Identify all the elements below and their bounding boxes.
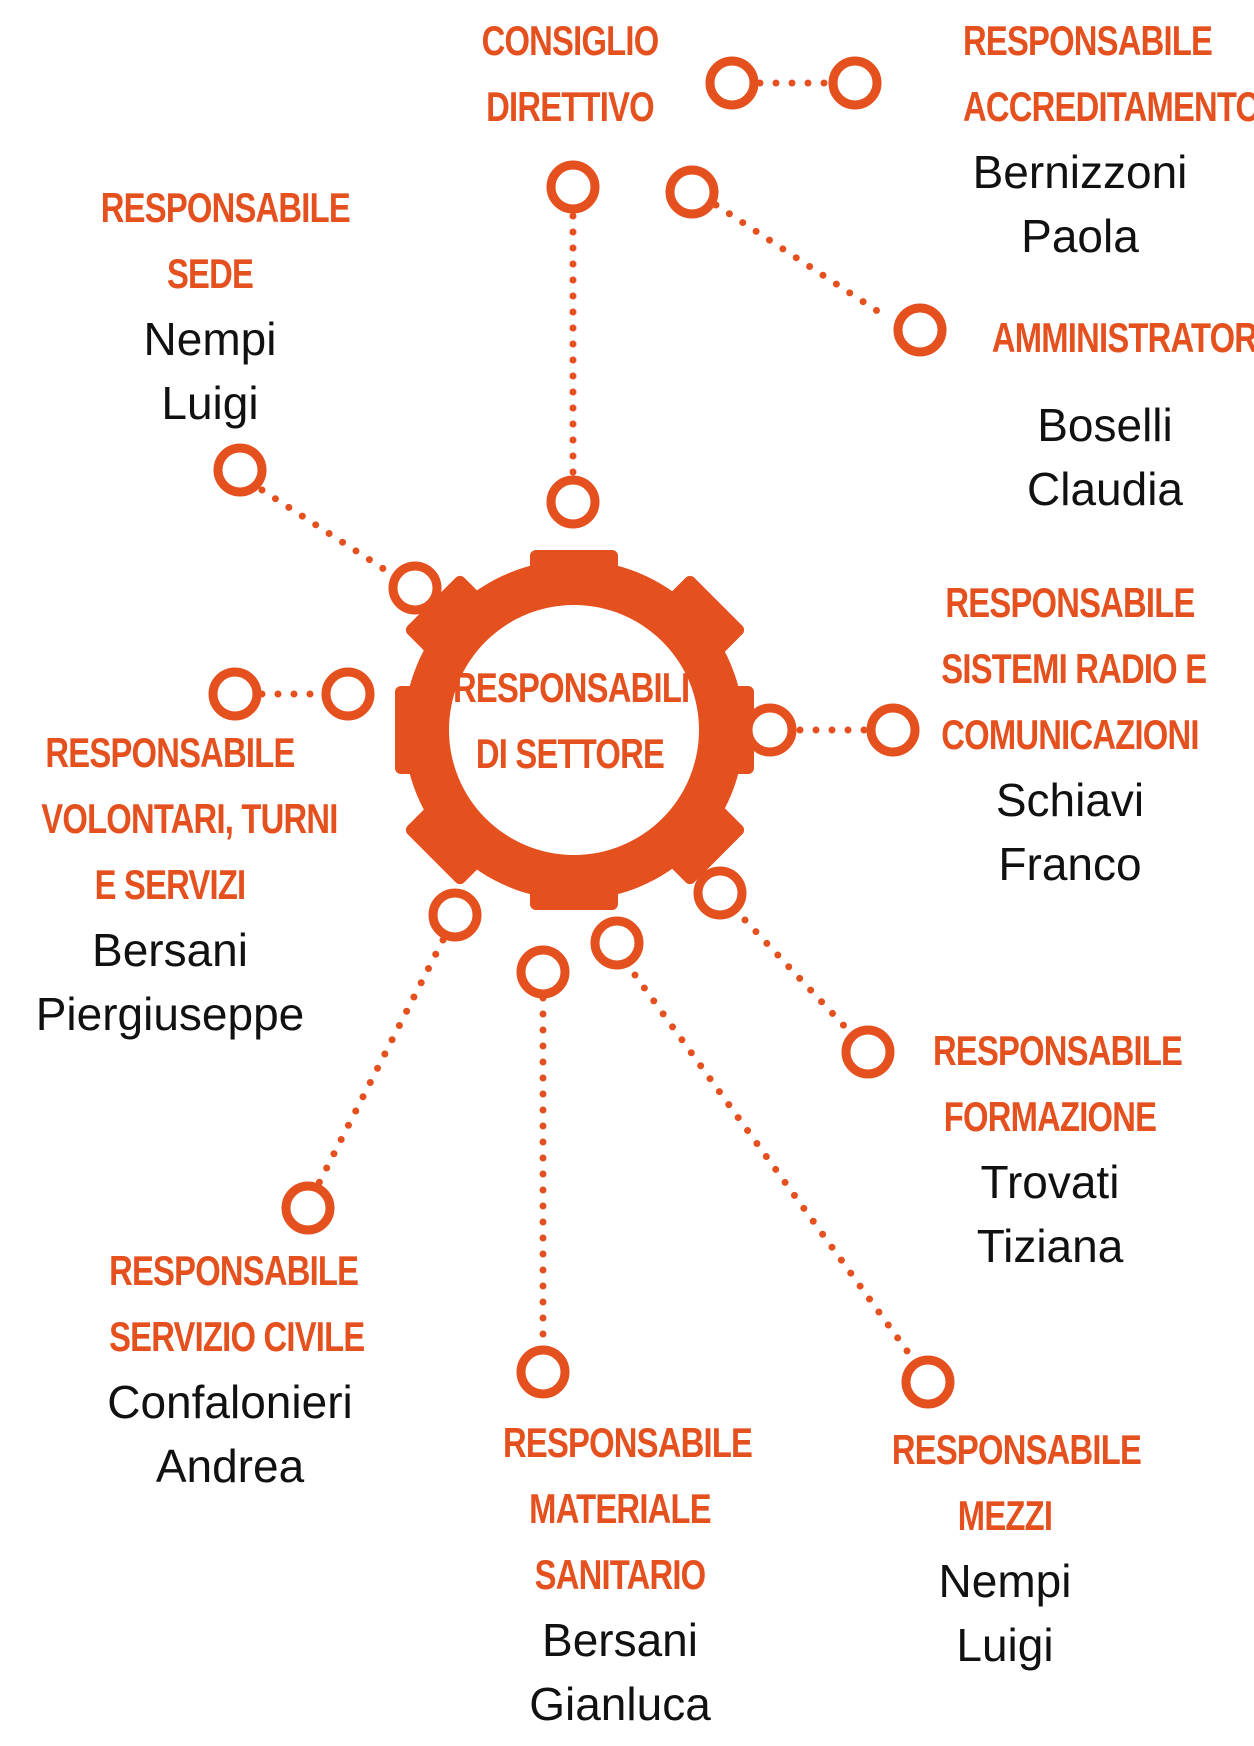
- formazione-name: Trovati Tiziana: [976, 1156, 1124, 1272]
- connector-amministratore: [712, 201, 892, 322]
- accreditamento-block: RESPONSABILE ACCREDITAMENTO Bernizzoni P…: [930, 8, 1254, 268]
- volontari-role: RESPONSABILE VOLONTARI, TURNI E SERVIZI: [41, 729, 338, 908]
- ring-node: [546, 475, 600, 529]
- ring-node: [516, 1345, 570, 1399]
- formazione-role: RESPONSABILE FORMAZIONE: [933, 1027, 1183, 1140]
- accreditamento-role: RESPONSABILE ACCREDITAMENTO: [963, 17, 1254, 130]
- servizio-civile-role: RESPONSABILE SERVIZIO CIVILE: [109, 1247, 365, 1360]
- amministratore-block: AMMINISTRATORE Boselli Claudia: [960, 305, 1254, 521]
- ring-node: [388, 561, 442, 615]
- connector-sede: [258, 486, 394, 577]
- sede-block: RESPONSABILE SEDE Nempi Luigi: [70, 175, 351, 435]
- center-line-1: RESPONSABILI: [453, 664, 690, 711]
- materiale-name: Bersani Gianluca: [529, 1614, 711, 1730]
- formazione-block: RESPONSABILE FORMAZIONE Trovati Tiziana: [900, 1018, 1200, 1278]
- connector-servizio-civile: [314, 936, 447, 1189]
- consiglio-block: CONSIGLIO DIRETTIVO: [420, 8, 720, 140]
- ring-node: [665, 165, 719, 219]
- mezzi-block: RESPONSABILE MEZZI Nempi Luigi: [860, 1417, 1150, 1677]
- sede-name: Nempi Luigi: [143, 313, 277, 429]
- mezzi-role: RESPONSABILE MEZZI: [891, 1426, 1142, 1539]
- amministratore-role: AMMINISTRATORE: [991, 314, 1254, 361]
- ring-node: [281, 1181, 335, 1235]
- connectors: [258, 79, 914, 1359]
- consiglio-title: CONSIGLIO DIRETTIVO: [481, 17, 660, 130]
- ring-node: [546, 160, 600, 214]
- servizio-civile-name: Confalonieri Andrea: [107, 1376, 353, 1492]
- gear-hub: [449, 605, 699, 855]
- ring-node: [901, 1355, 955, 1409]
- ring-node: [516, 945, 570, 999]
- sistemi-role: RESPONSABILE SISTEMI RADIO E COMUNICAZIO…: [941, 579, 1207, 758]
- ring-node: [828, 56, 882, 110]
- connector-formazione: [741, 916, 852, 1034]
- servizio-civile-block: RESPONSABILE SERVIZIO CIVILE Confalonier…: [75, 1238, 385, 1498]
- ring-node: [208, 667, 262, 721]
- mezzi-name: Nempi Luigi: [938, 1555, 1072, 1671]
- volontari-name: Bersani Piergiuseppe: [35, 924, 305, 1040]
- materiale-role: RESPONSABILE MATERIALE SANITARIO: [503, 1419, 753, 1598]
- accreditamento-name: Bernizzoni Paola: [972, 146, 1188, 262]
- center-line-2: DI SETTORE: [475, 730, 665, 777]
- ring-node: [428, 888, 482, 942]
- ring-node: [693, 866, 747, 920]
- ring-node: [893, 303, 947, 357]
- ring-node: [590, 916, 644, 970]
- ring-node: [866, 703, 920, 757]
- ring-node: [705, 56, 759, 110]
- ring-node: [321, 667, 375, 721]
- ring-node: [213, 443, 267, 497]
- materiale-block: RESPONSABILE MATERIALE SANITARIO Bersani…: [470, 1410, 770, 1736]
- ring-node: [743, 703, 797, 757]
- ring-node: [841, 1025, 895, 1079]
- sede-role: RESPONSABILE SEDE: [100, 184, 351, 297]
- sistemi-name: Schiavi Franco: [995, 774, 1145, 890]
- amministratore-name: Boselli Claudia: [1027, 399, 1183, 515]
- volontari-block: RESPONSABILE VOLONTARI, TURNI E SERVIZI …: [5, 720, 339, 1046]
- sistemi-block: RESPONSABILE SISTEMI RADIO E COMUNICAZIO…: [905, 570, 1235, 896]
- connector-mezzi: [631, 971, 914, 1359]
- ring-nodes: [208, 56, 955, 1409]
- center-label: RESPONSABILI DI SETTORE: [453, 655, 690, 787]
